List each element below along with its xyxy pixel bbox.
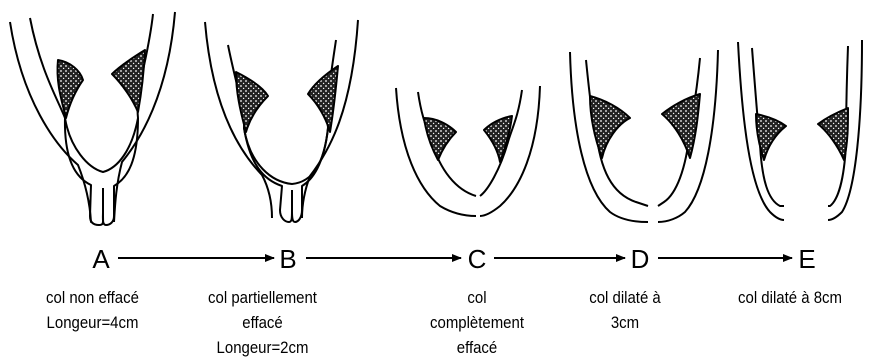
caption-c: col complètement effacé: [402, 285, 552, 360]
cervix-figure-d: [570, 50, 718, 222]
cervix-figure-a: [10, 12, 175, 225]
caption-b: col partiellement effacé Longeur=2cm: [190, 285, 335, 360]
cervix-figure-c: [396, 86, 540, 216]
stage-letter-e: E: [798, 244, 815, 274]
stage-letter-c: C: [468, 244, 487, 274]
caption-d: col dilaté à 3cm: [550, 285, 700, 335]
stage-letter-a: A: [92, 244, 110, 274]
cervix-figure-b: [205, 20, 358, 222]
caption-a: col non effacé Longeur=4cm: [20, 285, 165, 335]
stage-letter-b: B: [279, 244, 296, 274]
cervix-figure-e: [738, 40, 862, 220]
caption-e: col dilaté à 8cm: [720, 285, 861, 310]
stage-letter-d: D: [631, 244, 650, 274]
